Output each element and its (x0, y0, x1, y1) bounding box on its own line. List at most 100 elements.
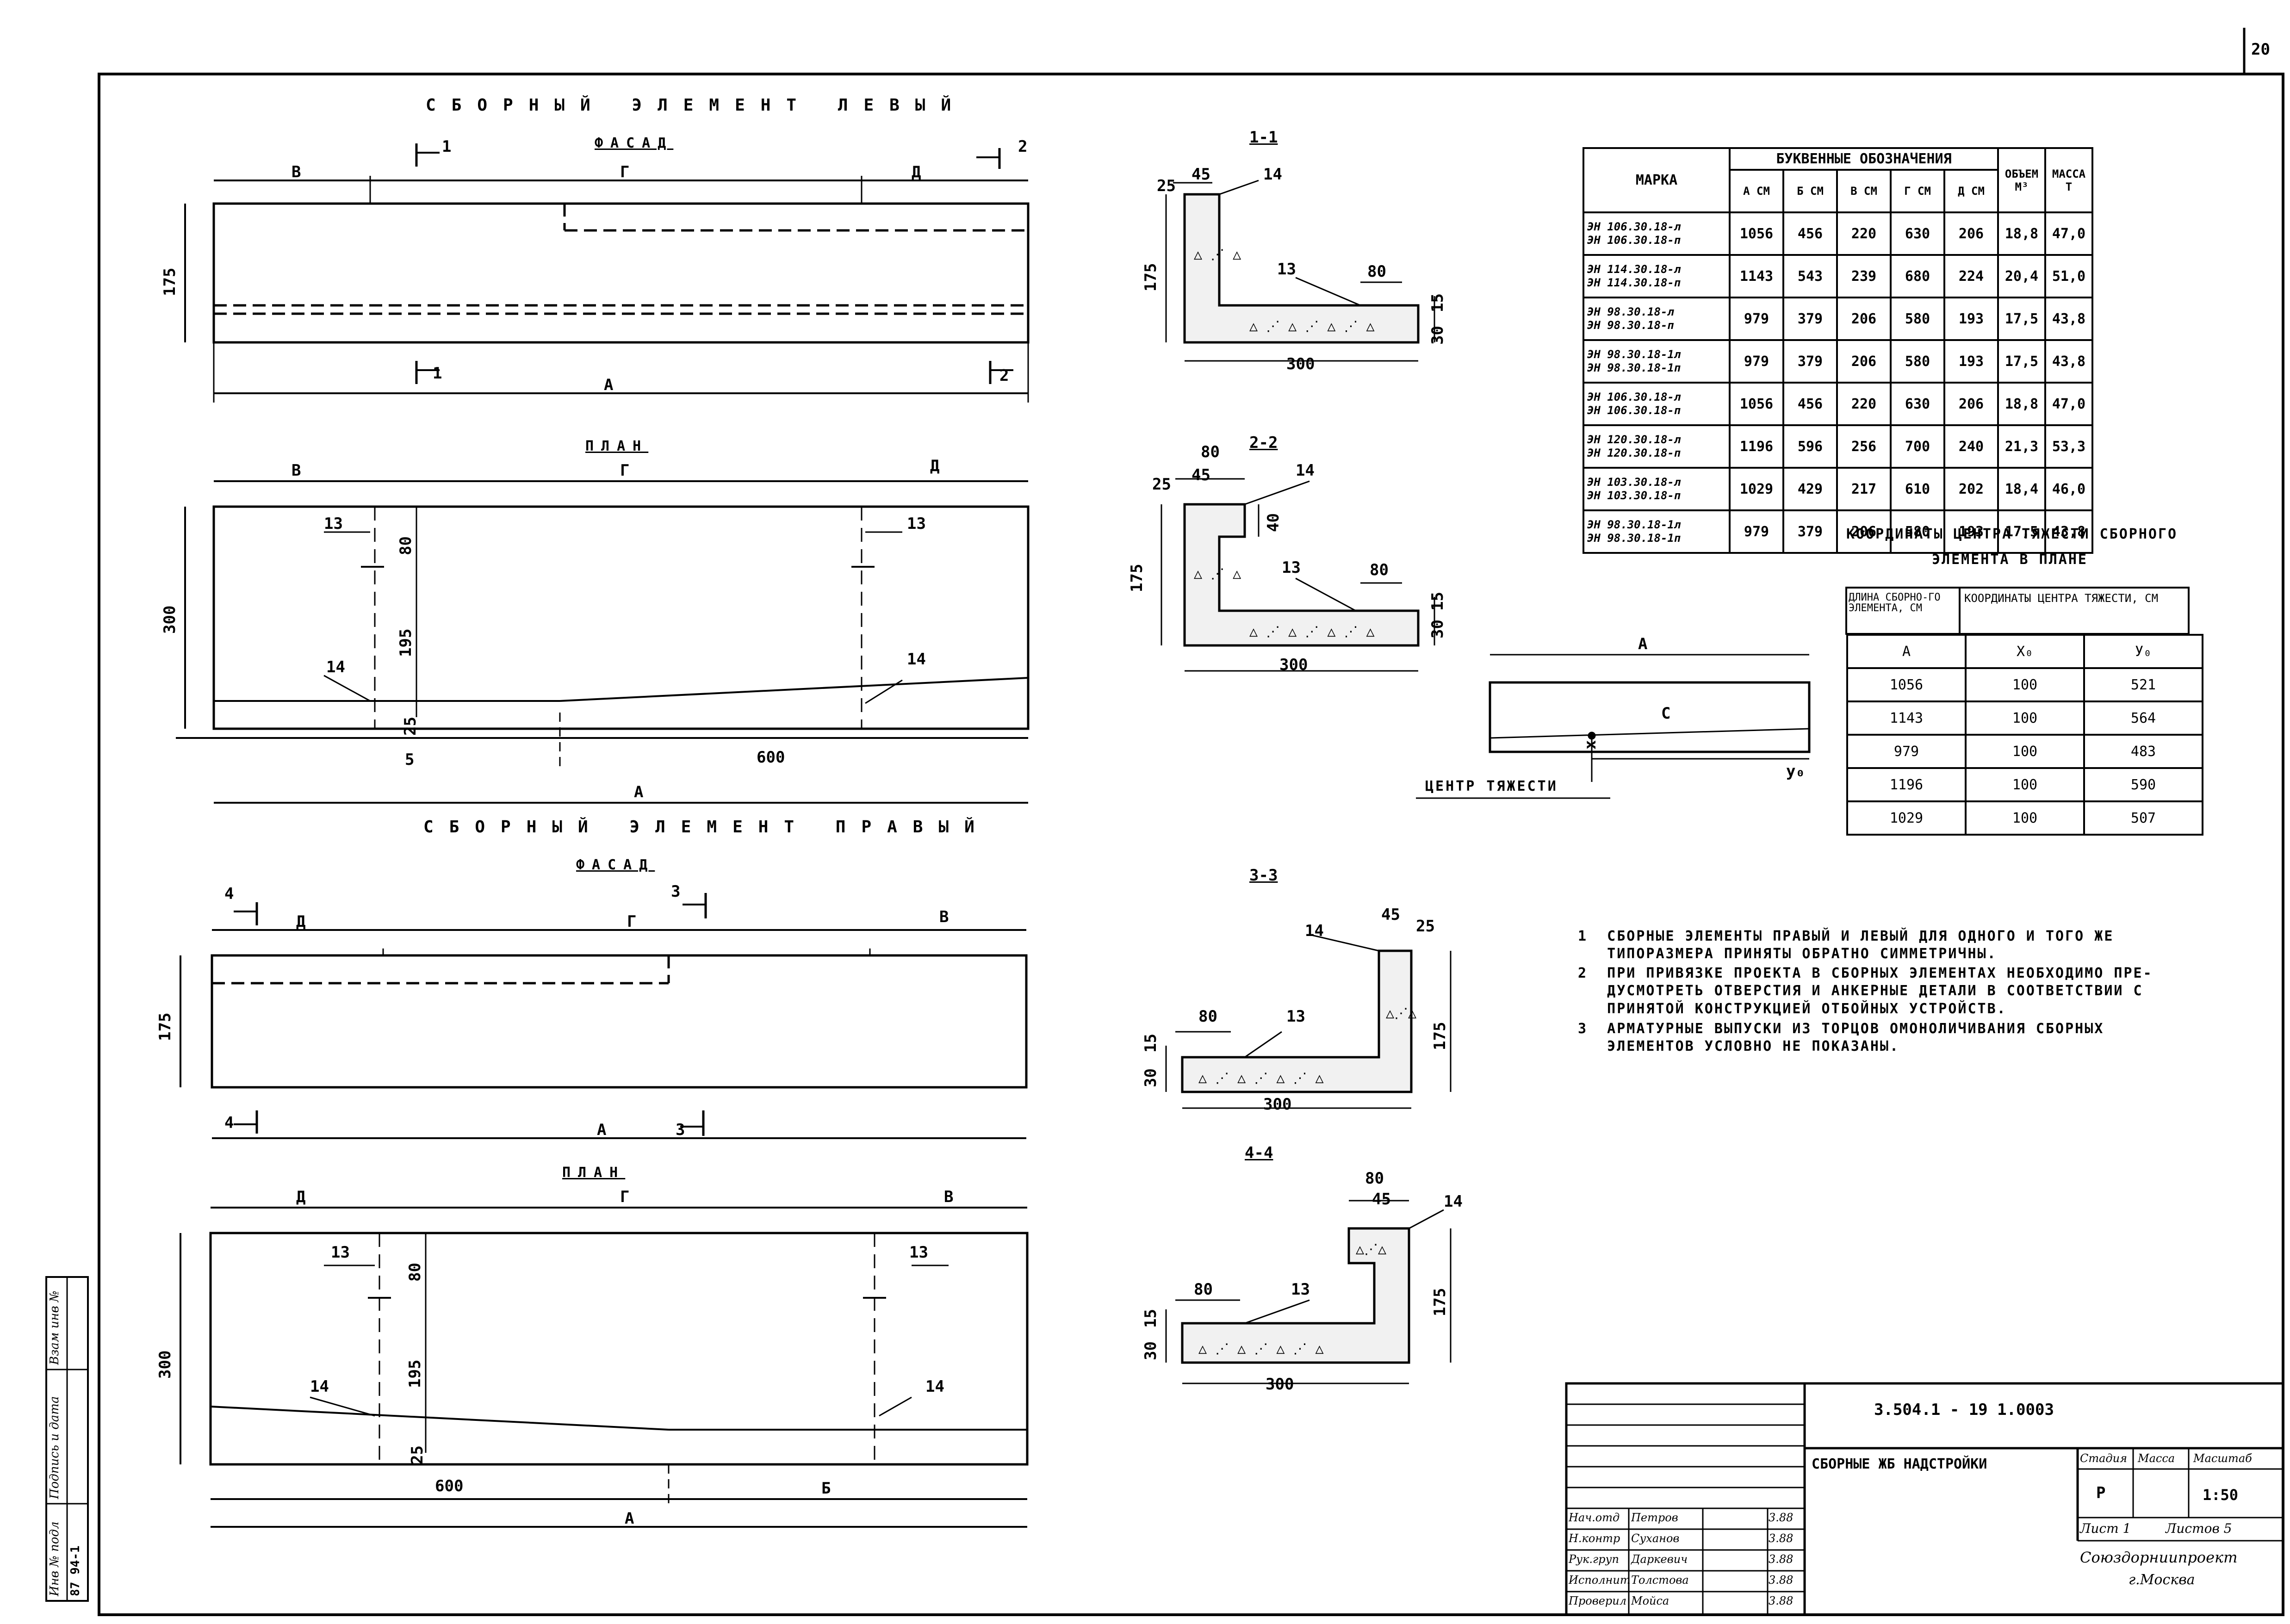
marks-header-col-4: Г СМ (1890, 169, 1945, 213)
svg-text:△ ⋰ △ ⋰ △ ⋰ △: △ ⋰ △ ⋰ △ ⋰ △ (1198, 1341, 1324, 1357)
mark-value-cell: 47,0 (2044, 382, 2093, 426)
mark-value-cell: 43,8 (2044, 339, 2093, 384)
s22-d40: 40 (1264, 513, 1283, 532)
mark-code: ЭН 106.30.18-п (1587, 404, 1681, 417)
cog-y0: у₀ (1786, 762, 1805, 781)
mark-value-cell: 596 (1782, 424, 1838, 469)
mark-value-cell: 20,4 (1997, 254, 2046, 298)
mark-value-cell: 17,5 (1997, 339, 2046, 384)
right-facade-cut-3-bottom: 3 (676, 1121, 685, 1139)
left-facade-cut-1-top: 1 (442, 137, 452, 156)
s33-h175: 175 (1431, 1022, 1449, 1050)
mark-value-cell: 202 (1943, 467, 1999, 511)
svg-text:△ ⋰ △: △ ⋰ △ (1194, 566, 1241, 582)
mark-code: ЭН 106.30.18-п (1587, 234, 1681, 247)
doc-title: СБОРНЫЕ ЖБ НАДСТРОЙКИ (1812, 1456, 1987, 1472)
coords-h-a: А (1846, 634, 1967, 669)
marks-table-subheader-row: А СМ Б СМ В СМ Г СМ Д СМ (1583, 169, 2092, 213)
right-facade-cut-4-top: 4 (224, 885, 234, 903)
mark-value-cell: 46,0 (2044, 467, 2093, 511)
right-plan-dim-80: 80 (406, 1263, 424, 1282)
svg-text:△ ⋰ △ ⋰ △ ⋰ △: △ ⋰ △ ⋰ △ ⋰ △ (1249, 624, 1375, 640)
left-facade-cut-2-bottom: 2 (999, 366, 1009, 385)
s44-i14: 14 (1444, 1192, 1463, 1211)
left-facade-dim-b: В (292, 163, 301, 181)
right-plan-dim-b: В (944, 1188, 954, 1206)
left-plan-dim-a: А (634, 783, 644, 801)
mark-value-cell: 224 (1943, 254, 1999, 298)
mark-value-cell: 379 (1782, 297, 1838, 341)
left-plan-label: ПЛАН (585, 438, 649, 454)
right-plan-dim-d: Д (296, 1188, 306, 1206)
coords-title-line1: КООРДИНАТЫ ЦЕНТРА ТЯЖЕСТИ СБОРНОГО (1846, 526, 2178, 542)
s22-h175: 175 (1128, 564, 1146, 592)
mark-value-cell: 1196 (1729, 424, 1784, 469)
mark-value-cell: 206 (1836, 509, 1892, 554)
right-facade-height: 175 (156, 1012, 174, 1041)
marks-table-header-row: МАРКА БУКВЕННЫЕ ОБОЗНАЧЕНИЯ ОБЪЕМ М³ МАС… (1583, 147, 2093, 213)
section-3-3-drawing: △⋰△ △ ⋰ △ ⋰ △ ⋰ △ (1165, 934, 1452, 1109)
mark-value-cell: 1143 (1729, 254, 1784, 298)
s11-d45: 45 (1192, 165, 1210, 184)
title-block-name: Даркевич (1631, 1553, 1688, 1566)
mark-value-cell: 43,8 (2044, 509, 2093, 554)
mark-value-cell: 53,3 (2044, 424, 2093, 469)
title-block-role: Нач.отд (1569, 1511, 1620, 1524)
mark-code: ЭН 106.30.18-л (1587, 220, 1681, 234)
section-2-2-drawing: △ ⋰ △ △ ⋰ △ ⋰ △ ⋰ △ (1161, 478, 1435, 672)
title-block-name: Петров (1631, 1511, 1678, 1524)
mark-value-cell: 206 (1943, 211, 1999, 256)
coords-value-cell: 1143 (1846, 700, 1967, 736)
mark-value-cell: 979 (1729, 509, 1784, 554)
title-block-date: 3.88 (1769, 1594, 1794, 1607)
mark-value-cell: 543 (1782, 254, 1838, 298)
stage-value: Р (2096, 1484, 2106, 1502)
s44-h175: 175 (1431, 1288, 1449, 1316)
right-facade-cut-4-bottom: 4 (224, 1114, 234, 1132)
coords-value-cell: 521 (2083, 667, 2203, 702)
mark-value-cell: 580 (1890, 339, 1945, 384)
s33-d25: 25 (1416, 917, 1435, 936)
mark-code: ЭН 103.30.18-л (1587, 476, 1681, 489)
left-plan-dim-d: Д (930, 457, 940, 475)
mark-value-cell: 1056 (1729, 211, 1784, 256)
mark-value-cell: 193 (1943, 509, 1999, 554)
left-plan-dim-g: Г (620, 461, 630, 480)
marks-header-col-7: МАССА Т (2044, 147, 2093, 213)
left-plan-dim-5: 5 (405, 750, 415, 769)
left-plan-dim-195: 195 (397, 628, 415, 657)
left-facade-dim-a: А (604, 376, 614, 394)
mark-value-cell: 456 (1782, 382, 1838, 426)
left-plan-drawing (176, 480, 1030, 804)
org-city: г.Москва (2129, 1572, 2195, 1588)
side-replace-label: Взам инв № (48, 1290, 62, 1365)
left-plan-item-14b: 14 (907, 650, 926, 669)
right-plan-item-13b: 13 (909, 1243, 928, 1262)
left-plan-dim-b: В (292, 461, 301, 480)
left-plan-item-13b: 13 (907, 514, 926, 533)
s11-d30: 30 (1428, 326, 1447, 345)
mark-value-cell: 18,8 (1997, 382, 2046, 426)
mark-value-cell: 21,3 (1997, 424, 2046, 469)
coords-h-x: X₀ (1965, 634, 2085, 669)
left-plan-dim-600: 600 (757, 748, 785, 767)
mark-value-cell: 610 (1890, 467, 1945, 511)
s44-d15: 15 (1142, 1309, 1160, 1328)
s11-w300: 300 (1286, 355, 1315, 373)
mass-header: Масса (2138, 1452, 2175, 1465)
mark-value-cell: 630 (1890, 382, 1945, 426)
note-3: 3 АРМАТУРНЫЕ ВЫПУСКИ ИЗ ТОРЦОВ ОМОНОЛИЧИ… (1578, 1021, 2104, 1055)
marks-header-col-6: ОБЪЕМ М³ (1997, 147, 2046, 213)
mark-code: ЭН 106.30.18-л (1587, 391, 1681, 404)
mark-code: ЭН 120.30.18-л (1587, 433, 1681, 446)
